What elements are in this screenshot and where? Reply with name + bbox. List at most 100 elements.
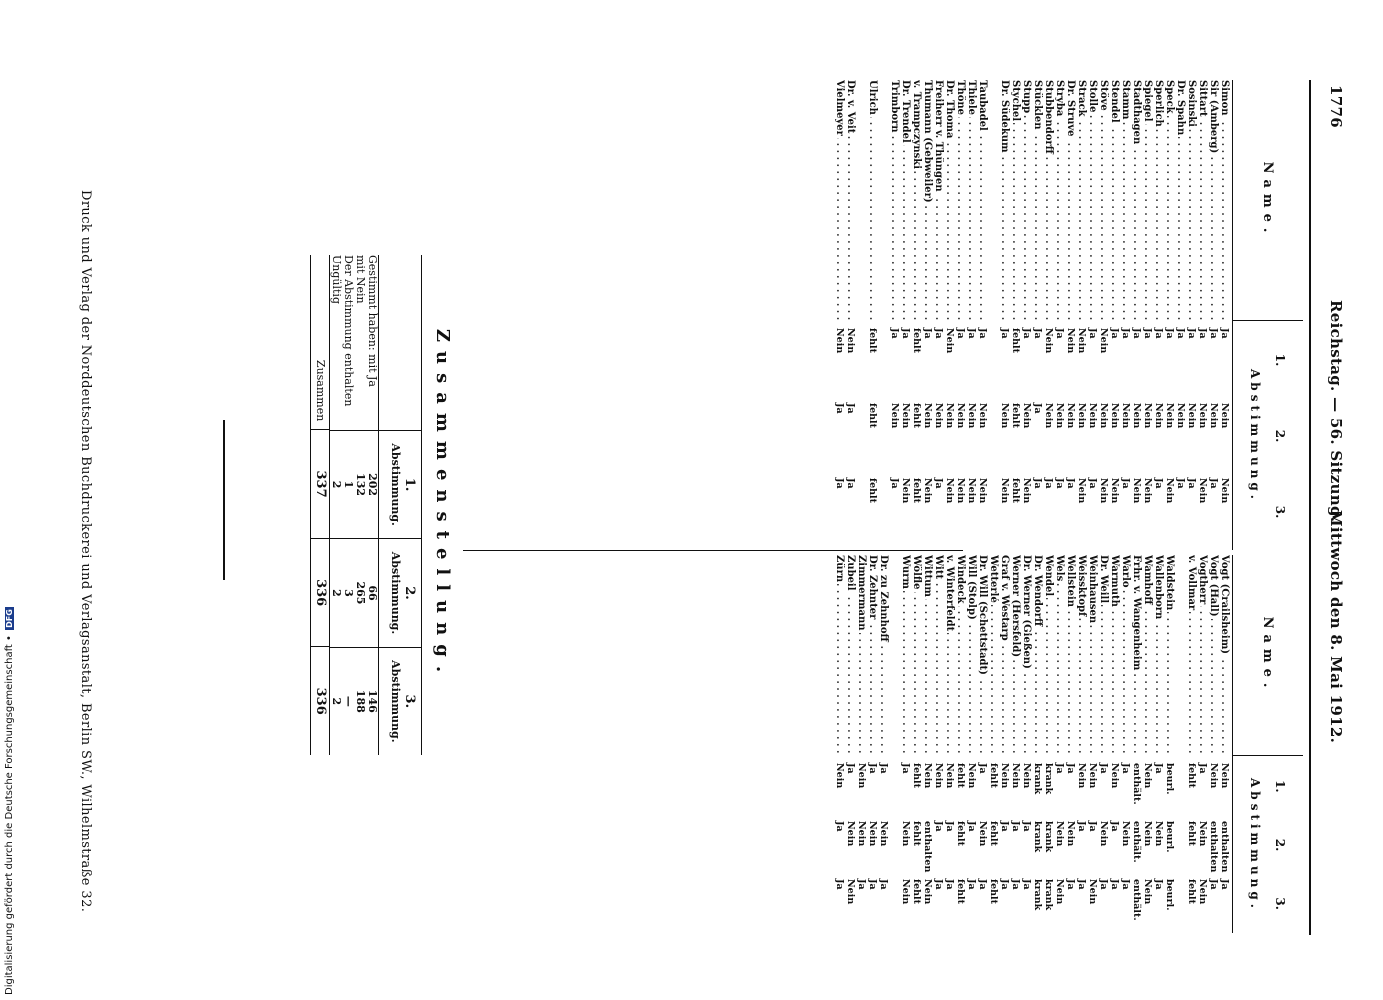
member-name: Spiegel bbox=[1142, 80, 1153, 320]
summary-value: 66 bbox=[366, 539, 379, 648]
table-row: VielmeyerNeinJaJa bbox=[834, 80, 845, 550]
member-name: Dr. Trendel bbox=[900, 80, 911, 320]
member-name: Thiele bbox=[966, 80, 977, 320]
vote-2-cell: enthalten bbox=[1208, 821, 1219, 873]
vote-2-cell: Ja bbox=[834, 403, 845, 414]
vote-2-cell: Nein bbox=[1208, 403, 1219, 429]
member-name: Werner (Hersfeld) bbox=[1010, 555, 1021, 755]
member-name: Wellstein bbox=[1065, 555, 1076, 755]
vote-1-cell: Ja bbox=[900, 763, 911, 774]
summary-value: 132 bbox=[354, 430, 367, 540]
vote-2-cell: krank bbox=[1043, 821, 1054, 853]
table-row: StubbendorffNeinNeinJa bbox=[1043, 80, 1054, 550]
vote-1-cell: Ja bbox=[1142, 328, 1153, 339]
vote-2-cell: Ja bbox=[933, 821, 944, 832]
member-name: Windeck bbox=[955, 555, 966, 755]
summary-value: 2 bbox=[330, 430, 343, 540]
table-row: Stychelfehltfehltfehlt bbox=[1010, 80, 1021, 550]
vote-2-cell: fehlt bbox=[867, 403, 878, 429]
member-name: Wamhoff bbox=[1142, 555, 1153, 755]
table-row: TrimbornJaNeinJa bbox=[889, 80, 900, 550]
table-row: ZürnNeinJaJa bbox=[834, 555, 845, 933]
table-rows: SimonJaNeinNeinSir (Amberg)JaNeinJaSitta… bbox=[834, 80, 1232, 550]
member-name: Dr. Wendorff bbox=[1032, 555, 1043, 755]
member-name: Dr. Zehnter bbox=[867, 555, 878, 755]
vote-1-cell: Nein bbox=[834, 763, 845, 789]
table-row: ThöneJaNeinNein bbox=[955, 80, 966, 550]
member-name: Wendel bbox=[1043, 555, 1054, 755]
vote-1-cell: Ja bbox=[1032, 328, 1043, 339]
vote-3-cell: Ja bbox=[834, 879, 845, 890]
vote-2-cell: Nein bbox=[1219, 403, 1230, 429]
table-row: WeinhausenNeinJaNein bbox=[1087, 555, 1098, 933]
summary-column-3: 3.Abstimmung. bbox=[389, 660, 417, 743]
member-name: Graf v. Westarp bbox=[999, 555, 1010, 755]
member-name: Wels bbox=[1054, 555, 1065, 755]
member-name: Dr. Struve bbox=[1065, 80, 1076, 320]
member-name: Wetterlé bbox=[988, 555, 999, 755]
vote-1-cell: Ja bbox=[955, 328, 966, 339]
vote-1-cell: Nein bbox=[933, 763, 944, 789]
vote-3-cell: Ja bbox=[1076, 879, 1087, 890]
summary-value: — bbox=[342, 695, 355, 707]
vote-2-cell: Nein bbox=[900, 821, 911, 847]
vote-2-cell: Nein bbox=[889, 403, 900, 429]
vote-2-cell: Ja bbox=[1076, 821, 1087, 832]
vote-2-cell: Ja bbox=[944, 821, 955, 832]
table-row: Wetterléfehltfehltfehlt bbox=[988, 555, 999, 933]
vote-3-cell: Ja bbox=[1098, 879, 1109, 890]
printer-imprint: Druck und Verlag der Norddeutschen Buchd… bbox=[78, 190, 93, 913]
vote-3-cell: Ja bbox=[944, 879, 955, 890]
summary-row-label: Gestimmt haben: mit Ja bbox=[366, 255, 379, 431]
vote-3-cell: Ja bbox=[1054, 478, 1065, 489]
vote-3-cell: fehlt bbox=[988, 879, 999, 905]
member-name: Vogtherr bbox=[1197, 555, 1208, 755]
vote-1-cell: Nein bbox=[1087, 763, 1098, 789]
member-name: Stamm bbox=[1120, 80, 1131, 320]
table-row: StöveNeinNeinNein bbox=[1098, 80, 1109, 550]
vote-1-cell: Ja bbox=[977, 328, 988, 339]
member-name: v. Vollmar bbox=[1186, 555, 1197, 755]
vote-2-cell: Nein bbox=[1142, 403, 1153, 429]
vote-2-cell: fehlt bbox=[988, 821, 999, 847]
closing-rule bbox=[223, 420, 225, 580]
vote-1-cell: Nein bbox=[922, 763, 933, 789]
vote-1-cell: Nein bbox=[966, 763, 977, 789]
table-row: SosinskiJaNeinJa bbox=[1186, 80, 1197, 550]
vote-3-cell: Ja bbox=[1043, 478, 1054, 489]
vote-2-cell: Nein bbox=[878, 821, 889, 847]
table-row: Dr. Wendorffkrankkrankkrank bbox=[1032, 555, 1043, 933]
vote-3-cell: Ja bbox=[889, 478, 900, 489]
vote-2-cell: Nein bbox=[1065, 821, 1076, 847]
summary-title: Zusammenstellung. bbox=[432, 328, 453, 682]
member-name: Sosinski bbox=[1186, 80, 1197, 320]
vote-2-cell: Ja bbox=[999, 821, 1010, 832]
table-row: WarmuthNeinJaJa bbox=[1109, 555, 1120, 933]
vote-1-cell: Ja bbox=[867, 763, 878, 774]
vote-3-cell: Ja bbox=[834, 478, 845, 489]
table-spacer-row bbox=[878, 80, 889, 550]
vote-1-cell: Nein bbox=[944, 763, 955, 789]
table-row: StrybaJaNeinJa bbox=[1054, 80, 1065, 550]
vote-2-cell: Nein bbox=[944, 403, 955, 429]
vote-3-cell: Nein bbox=[1131, 478, 1142, 504]
column-header-vote-1: 1. bbox=[1273, 780, 1287, 793]
table-row: Wölflefehltfehltfehlt bbox=[911, 555, 922, 933]
summary-total-value: 337 bbox=[311, 430, 329, 539]
member-name: Weinhausen bbox=[1087, 555, 1098, 755]
vote-1-cell: Ja bbox=[1197, 763, 1208, 774]
header-rule bbox=[1309, 80, 1311, 935]
table-row: WeissktopfNeinJaJa bbox=[1076, 555, 1087, 933]
vote-1-cell: Ja bbox=[1021, 328, 1032, 339]
member-name: Vogt (Hall) bbox=[1208, 555, 1219, 755]
table-row: WamhoffNeinNeinNein bbox=[1142, 555, 1153, 933]
member-name: Taubadel bbox=[977, 80, 988, 320]
summary-total-label: Zusammen bbox=[311, 255, 329, 431]
vote-1-cell: Ja bbox=[1054, 763, 1065, 774]
vote-3-cell: Nein bbox=[1109, 478, 1120, 504]
vote-table-right: Name. 1. 2. 3. Abstimmung. Vogt (Crailsh… bbox=[834, 555, 1303, 933]
member-name: Strack bbox=[1076, 80, 1087, 320]
vote-1-cell: Ja bbox=[1120, 763, 1131, 774]
vote-3-cell: fehlt bbox=[1010, 478, 1021, 504]
